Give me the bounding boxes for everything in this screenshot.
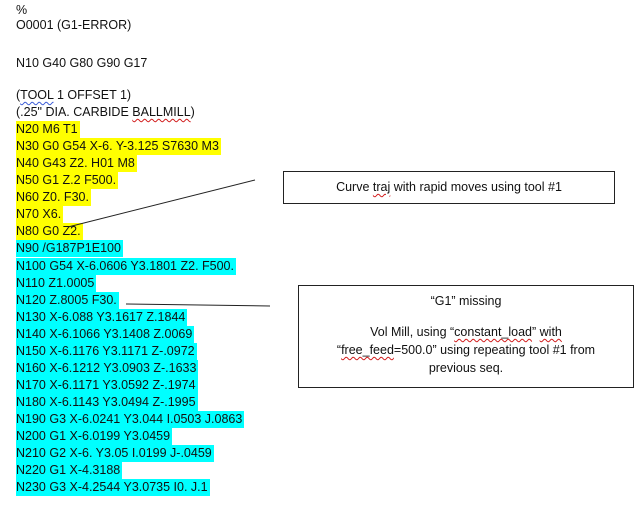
code-line: (.25" DIA. CARBIDE BALLMILL) xyxy=(16,105,195,119)
code-line: N150 X-6.1176 Y3.1171 Z-.0972 xyxy=(16,343,197,360)
code-line: N220 G1 X-4.3188 xyxy=(16,462,123,479)
code-line: N110 Z1.0005 xyxy=(16,275,97,292)
code-line: N30 G0 G54 X-6. Y-3.125 S7630 M3 xyxy=(16,138,221,155)
code-line: N70 X6. xyxy=(16,206,64,223)
code-line: N20 M6 T1 xyxy=(16,121,80,138)
code-line: N40 G43 Z2. H01 M8 xyxy=(16,155,137,172)
callout-box-rapid-moves-text: Curve traj with rapid moves using tool #… xyxy=(336,180,562,194)
code-line: N90 /G187P1E100 xyxy=(16,240,123,257)
callout-g1-missing-title: “G1” missing xyxy=(430,294,502,308)
code-line: N180 X-6.1143 Y3.0494 Z-.1995 xyxy=(16,394,198,411)
code-line: N170 X-6.1171 Y3.0592 Z-.1974 xyxy=(16,377,198,394)
callout-g1-missing-line3: “free_feed=500.0” using repeating tool #… xyxy=(336,343,596,357)
code-line: (TOOL 1 OFFSET 1) xyxy=(16,88,132,102)
code-line: N80 G0 Z2. xyxy=(16,223,83,240)
code-line: O0001 (G1-ERROR) xyxy=(16,18,132,32)
code-line: N190 G3 X-6.0241 Y3.044 I.0503 J.0863 xyxy=(16,411,245,428)
callout-g1-missing-line4: previous seq. xyxy=(428,361,504,375)
callout-box-rapid-moves: Curve traj with rapid moves using tool #… xyxy=(283,171,615,204)
callout-box-g1-missing: “G1” missing Vol Mill, using “constant_l… xyxy=(298,285,634,388)
code-line: N50 G1 Z.2 F500. xyxy=(16,172,119,189)
callout-g1-missing-line2: Vol Mill, using “constant_load” with xyxy=(370,325,562,339)
code-line: N160 X-6.1212 Y3.0903 Z-.1633 xyxy=(16,360,199,377)
code-line: N10 G40 G80 G90 G17 xyxy=(16,56,148,70)
connector-line-1 xyxy=(67,179,256,228)
code-line: N120 Z.8005 F30. xyxy=(16,292,119,309)
code-line: N200 G1 X-6.0199 Y3.0459 xyxy=(16,428,173,445)
code-line: N100 G54 X-6.0606 Y3.1801 Z2. F500. xyxy=(16,258,236,275)
code-line: N230 G3 X-4.2544 Y3.0735 I0. J.1 xyxy=(16,479,210,496)
code-line: N60 Z0. F30. xyxy=(16,189,91,206)
code-line: N210 G2 X-6. Y3.05 I.0199 J-.0459 xyxy=(16,445,214,462)
code-line: % xyxy=(16,3,28,17)
code-line: N130 X-6.088 Y3.1617 Z.1844 xyxy=(16,309,188,326)
code-line: N140 X-6.1066 Y3.1408 Z.0069 xyxy=(16,326,195,343)
connector-line-2 xyxy=(125,303,271,307)
